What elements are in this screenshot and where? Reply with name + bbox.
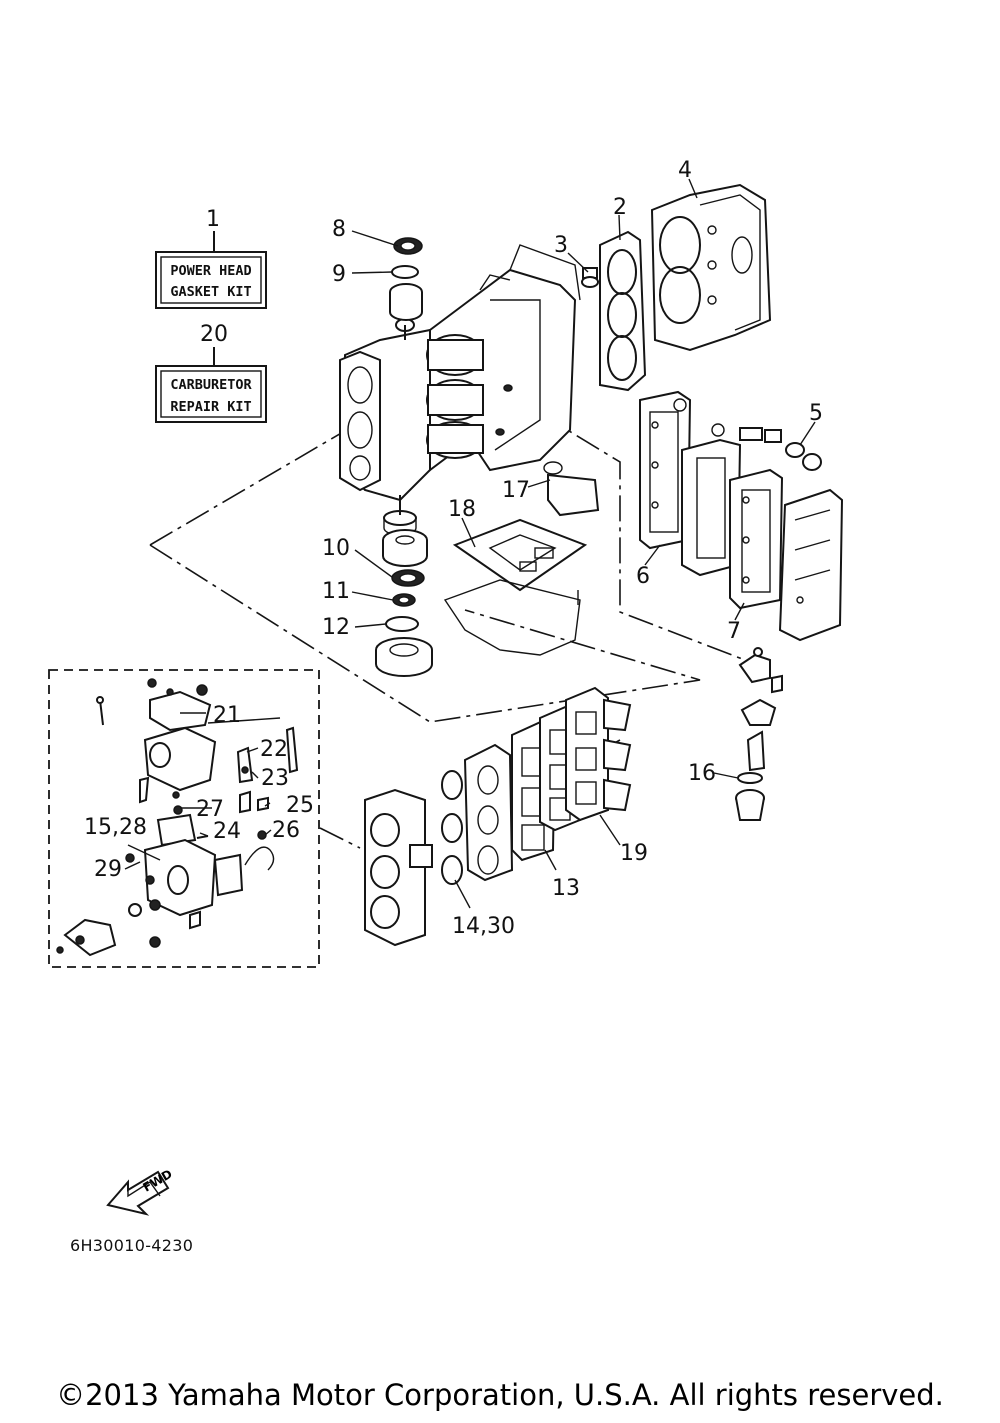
intake-manifold <box>364 788 433 947</box>
callout-17: 17 <box>502 478 530 503</box>
callout-12: 12 <box>322 615 350 640</box>
kit-box-line1: CARBURETOR <box>170 377 252 393</box>
callout-2: 2 <box>613 195 627 220</box>
callout-25: 25 <box>286 793 314 818</box>
kit-box-power-head[interactable]: 1 POWER HEAD GASKET KIT <box>155 207 267 309</box>
kit-box-line2: GASKET KIT <box>170 284 251 300</box>
oil-seal-11 <box>392 593 416 607</box>
callout-5: 5 <box>809 401 823 426</box>
callout-7: 7 <box>727 619 741 644</box>
assembly-plane-line <box>319 827 361 849</box>
callout-22: 22 <box>260 737 288 762</box>
fwd-label: FWD <box>141 1167 175 1195</box>
crankshaft-gear <box>383 495 417 536</box>
thermostat-plug-3 <box>581 267 599 288</box>
callout-18: 18 <box>448 497 476 522</box>
callout-16: 16 <box>688 761 716 786</box>
callout-23: 23 <box>261 766 289 791</box>
diagram-code: 6H30010-4230 <box>70 1236 194 1255</box>
callout-24: 24 <box>213 819 241 844</box>
callout-21: 21 <box>213 703 241 728</box>
cylinder-block <box>339 244 581 502</box>
crankshaft-seal-top <box>393 237 423 255</box>
assembly-plane-line <box>149 424 356 546</box>
pump-bracket <box>738 647 783 694</box>
callout-19: 19 <box>620 841 648 866</box>
callout-1: 1 <box>206 207 220 232</box>
o-ring-top <box>391 265 419 279</box>
lower-casing <box>443 579 581 656</box>
kit-box-line1: POWER HEAD <box>170 263 251 279</box>
leader-lines <box>124 178 816 909</box>
callout-8: 8 <box>332 217 346 242</box>
seal-housing <box>375 637 433 677</box>
fwd-arrow-icon: FWD <box>106 1167 175 1216</box>
oil-seal-10 <box>391 569 425 587</box>
carburetor-group-frame <box>48 669 320 968</box>
callout-3: 3 <box>554 233 568 258</box>
callout-14-30: 14,30 <box>452 914 515 939</box>
assembly-plane-line <box>149 544 701 723</box>
head-gasket-2 <box>599 230 647 392</box>
reed-valve-plate <box>463 743 514 882</box>
callout-13: 13 <box>552 876 580 901</box>
pump-housing <box>735 698 777 821</box>
callout-26: 26 <box>272 818 300 843</box>
thermostat-5 <box>739 427 822 471</box>
upper-bearing <box>389 283 423 321</box>
lower-bearing <box>382 529 428 567</box>
callout-27: 27 <box>196 797 224 822</box>
callout-9: 9 <box>332 262 346 287</box>
gasket-14-30 <box>441 770 463 885</box>
reed-valve-19 <box>565 686 632 822</box>
exhaust-gasket-7 <box>729 468 784 610</box>
callout-15-28: 15,28 <box>84 815 147 840</box>
callout-6: 6 <box>636 564 650 589</box>
carburetor-body <box>56 678 299 957</box>
kit-box-carburetor[interactable]: 20 CARBURETOR REPAIR KIT <box>155 322 267 423</box>
exhaust-cover-outer <box>778 488 844 642</box>
cover-17 <box>543 461 600 517</box>
kit-box-line2: REPAIR KIT <box>170 399 251 415</box>
callout-29: 29 <box>94 857 122 882</box>
callout-10: 10 <box>322 536 350 561</box>
cylinder-head-4 <box>650 183 772 352</box>
copyright-notice: ©2013 Yamaha Motor Corporation, U.S.A. A… <box>56 1378 944 1412</box>
callout-11: 11 <box>322 579 350 604</box>
callout-labels: 2 3 4 5 6 7 8 9 10 11 12 13 14,30 15,28 … <box>84 158 823 939</box>
callout-20: 20 <box>200 322 228 347</box>
callout-4: 4 <box>678 158 692 183</box>
o-ring-12 <box>385 616 419 632</box>
lower-mount-gasket-18 <box>452 518 588 592</box>
